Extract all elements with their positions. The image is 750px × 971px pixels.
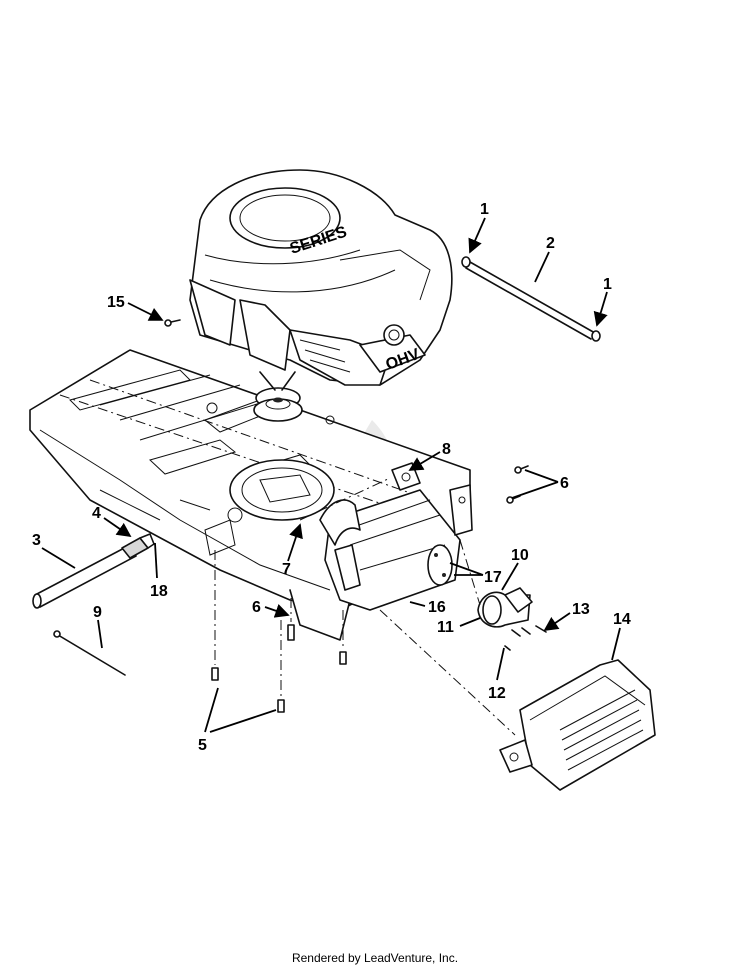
callout-4: 4 [92,505,101,522]
callout-14: 14 [613,611,631,628]
callout-18: 18 [150,583,168,600]
callout-7: 7 [282,561,291,578]
callout-3: 3 [32,532,41,549]
callout-10: 10 [511,547,529,564]
bolt-part-15 [164,319,181,327]
callout-16: 16 [428,599,446,616]
assembly-lines [214,477,516,736]
callout-6-right: 6 [560,475,569,492]
callout-9: 9 [93,604,102,621]
callout-1-top: 1 [480,201,489,218]
callout-2: 2 [546,235,555,252]
tube-part [32,544,137,609]
callout-8: 8 [442,441,451,458]
callout-labels: 1 1 2 3 4 5 6 6 7 8 9 10 11 12 13 14 15 … [32,201,631,754]
heat-shield-part [499,659,656,791]
bolts-part-6 [506,465,529,504]
callout-6-left: 6 [252,599,261,616]
cable-tie-part [53,630,126,676]
rod-part [461,256,601,342]
leader-lines [41,217,621,733]
engine: OHV SERIES [189,169,453,422]
bolts-part-5 [211,624,347,713]
footer-credit: Rendered by LeadVenture, Inc. [291,951,459,965]
callout-5: 5 [198,737,207,754]
callout-11: 11 [437,619,454,636]
screws-part [504,625,547,651]
muffler-cap-part [477,587,533,628]
fitting-part [121,533,155,559]
callout-12: 12 [488,685,506,702]
callout-15: 15 [107,294,125,311]
callout-13: 13 [572,601,590,618]
callout-17: 17 [484,569,502,586]
muffler-part [319,484,473,611]
callout-1-right: 1 [603,276,612,293]
